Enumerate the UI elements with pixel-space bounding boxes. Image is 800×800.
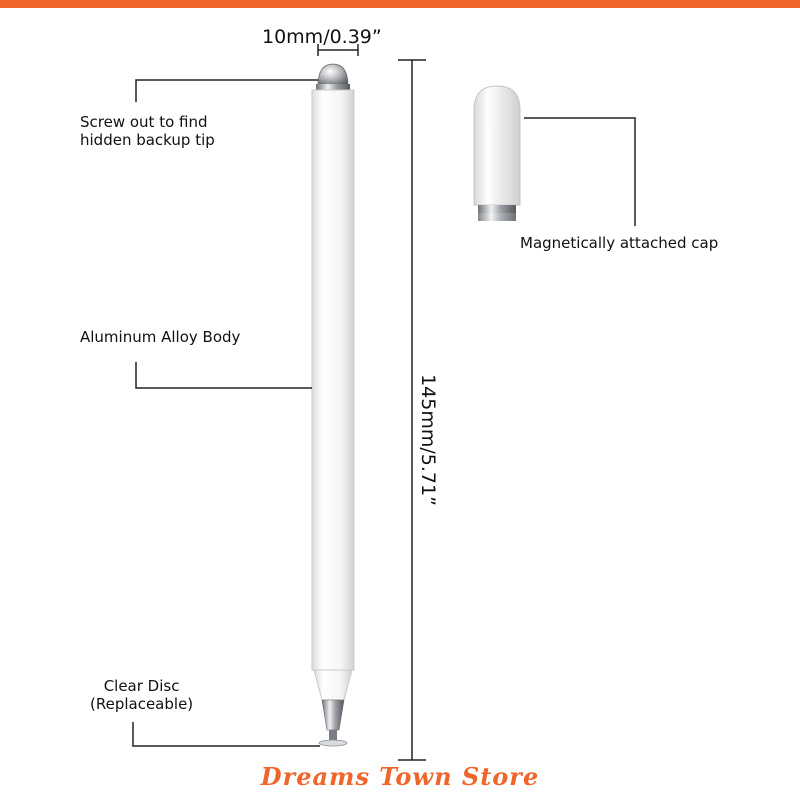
body-label: Aluminum Alloy Body — [80, 328, 241, 346]
cap-callout-line — [524, 117, 636, 226]
cap-label: Magnetically attached cap — [520, 234, 719, 252]
width-dimension-line — [317, 44, 359, 56]
backup-tip-label: Screw out to find hidden backup tip — [80, 113, 215, 149]
magnetic-cap — [473, 85, 521, 221]
tip-neck — [329, 730, 337, 740]
pen-body — [311, 89, 355, 671]
backup-tip-callout-line — [135, 79, 318, 102]
disc-label: Clear Disc (Replaceable) — [90, 677, 194, 713]
backup-tip-knob — [317, 63, 349, 87]
store-watermark: Dreams Town Store — [260, 762, 540, 791]
stylus-pen — [311, 63, 355, 747]
clear-disc — [318, 739, 348, 747]
pen-taper — [313, 669, 353, 701]
metal-tip — [321, 699, 345, 731]
length-dimension-label: 145mm/5.71” — [417, 374, 439, 506]
width-dimension-label: 10mm/0.39” — [262, 26, 382, 48]
top-accent-bar — [0, 0, 800, 8]
length-dimension-line — [398, 59, 426, 761]
disc-callout-line — [132, 722, 320, 747]
knob-ring — [316, 84, 350, 90]
body-callout-line — [135, 362, 312, 389]
